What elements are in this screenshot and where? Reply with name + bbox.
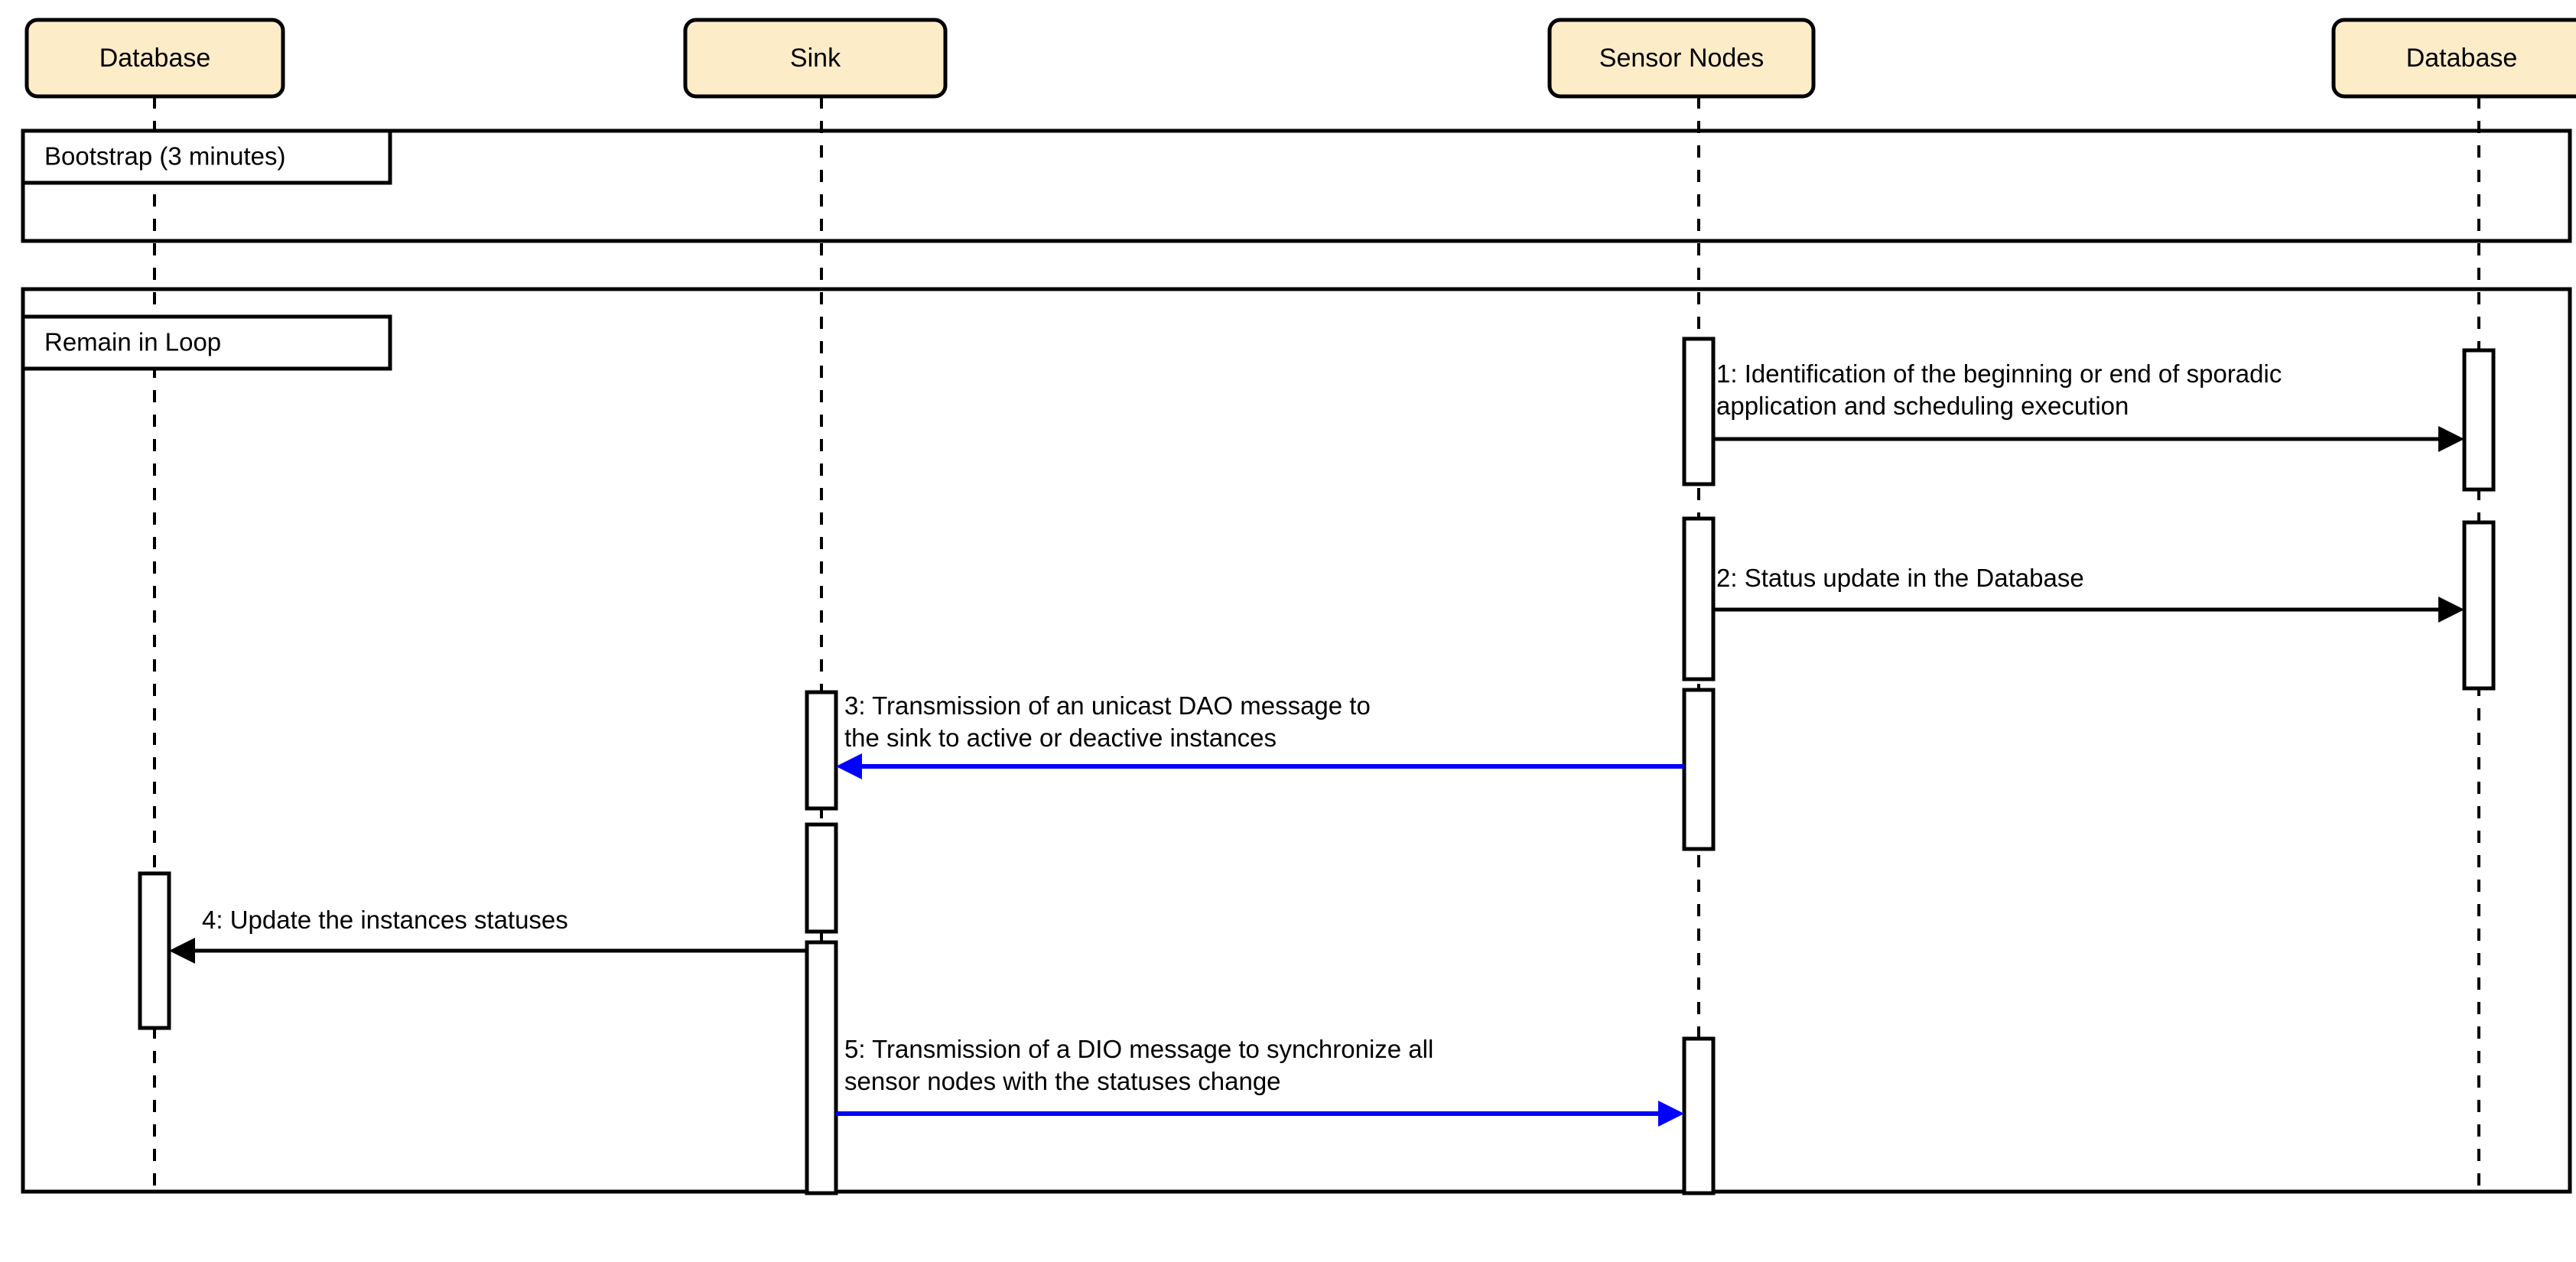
frame-outline-remain_in_loop [21,287,2572,1194]
lifelines-group [153,96,2480,1192]
participant-box-db_left[interactable] [24,18,285,99]
activation-bar-sensor_nodes-7 [1682,1036,1716,1195]
frame-label-box-remain_in_loop [21,314,392,371]
participant-box-sink[interactable] [683,18,948,99]
participant-box-sensor_nodes[interactable] [1547,18,1816,99]
activation-bar-db_left-0 [138,871,171,1030]
activation-bar-db_right-9 [2462,520,2496,691]
frame-label-remain_in_loop: Remain in Loop [44,328,221,356]
participant-label-db_right: Database [2406,44,2518,73]
message-5: 5: Transmission of a DIO message to sync… [836,1035,1684,1127]
participant-label-sink: Sink [790,44,841,73]
message-3: 3: Transmission of an unicast DAO messag… [836,691,1684,779]
message-label-4: 4: Update the instances statuses [202,906,568,934]
frame-label-bootstrap: Bootstrap (3 minutes) [44,142,285,171]
participant-label-db_left: Database [99,44,211,73]
message-arrowhead-4 [169,938,195,964]
participant-db_left[interactable]: Database [24,18,285,99]
message-label-3: 3: Transmission of an unicast DAO messag… [844,691,1371,752]
participant-label-sensor_nodes: Sensor Nodes [1599,44,1764,73]
message-2: 2: Status update in the Database [1713,564,2464,623]
frame-label-box-bootstrap [21,128,392,185]
message-label-5: 5: Transmission of a DIO message to sync… [844,1035,1433,1095]
activation-bar-sink-1 [805,690,838,811]
interaction-frames-group: Bootstrap (3 minutes) Remain in Loop [21,128,2572,1194]
frame-remain_in_loop: Remain in Loop [21,287,2572,1194]
activation-bar-sink-2 [805,822,838,934]
frame-outline-bootstrap [21,128,2572,243]
participant-sink[interactable]: Sink [683,18,948,99]
message-arrowhead-2 [2438,597,2464,623]
message-label-1: 1: Identification of the beginning or en… [1716,359,2282,420]
message-arrowhead-3 [836,753,862,779]
messages-group: 1: Identification of the beginning or en… [169,359,2464,1127]
message-label-2: 2: Status update in the Database [1716,564,2084,592]
message-arrowhead-5 [1658,1101,1684,1127]
activation-bar-sensor_nodes-5 [1682,516,1716,681]
message-1: 1: Identification of the beginning or en… [1713,359,2464,452]
message-4: 4: Update the instances statuses [169,906,807,964]
participant-db_right[interactable]: Database [2331,18,2576,99]
participants-group: Database Sink Sensor Nodes Database [24,18,2576,99]
frame-bootstrap: Bootstrap (3 minutes) [21,128,2572,243]
activation-bar-db_right-8 [2462,348,2496,492]
activation-bar-sensor_nodes-6 [1682,688,1716,851]
activation-bar-sensor_nodes-4 [1682,337,1716,486]
participant-box-db_right[interactable] [2331,18,2576,99]
activation-bars-group [138,337,2496,1195]
activation-bar-sink-3 [805,940,838,1195]
message-arrowhead-1 [2438,426,2464,452]
participant-sensor_nodes[interactable]: Sensor Nodes [1547,18,1816,99]
